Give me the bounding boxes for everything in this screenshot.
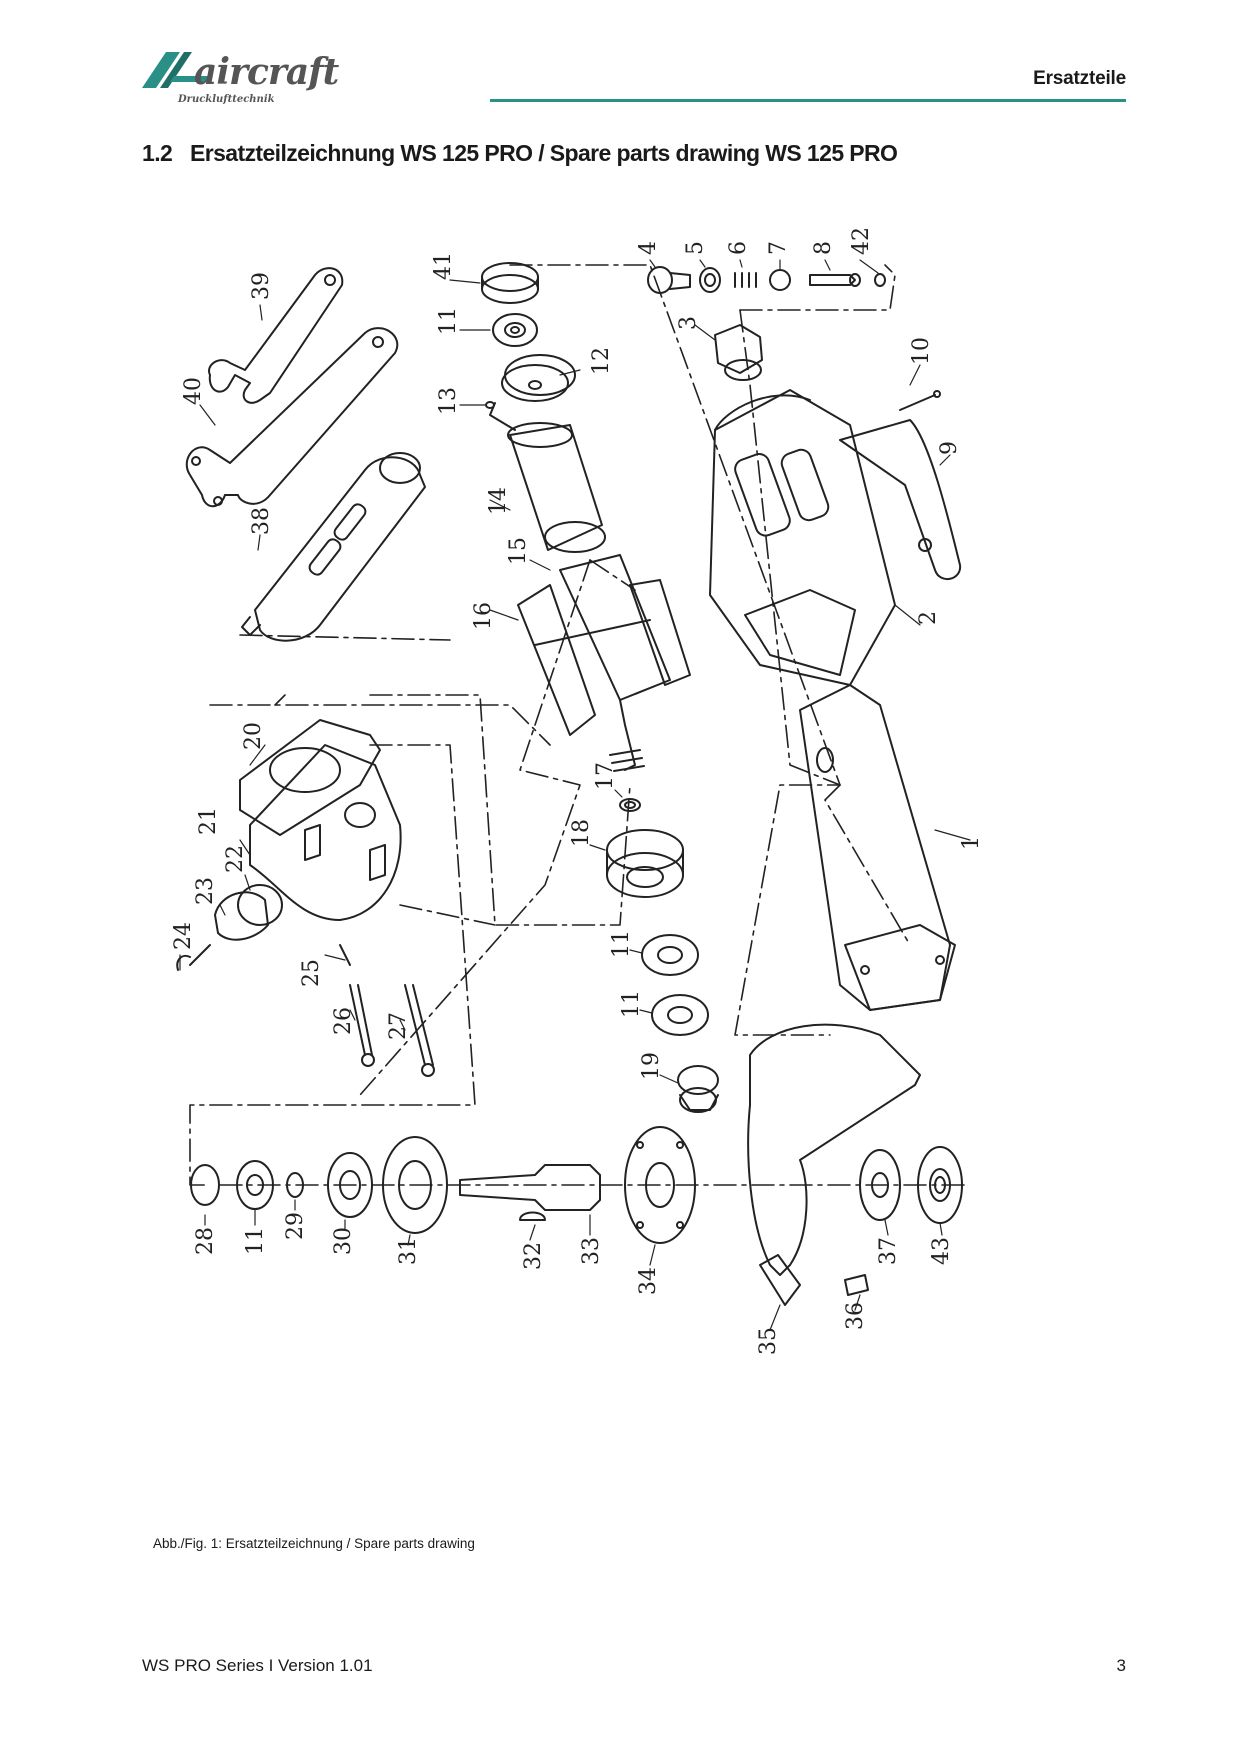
label-40: 40	[181, 377, 206, 405]
section-title: Ersatzteilzeichnung WS 125 PRO / Spare p…	[190, 140, 898, 166]
svg-text:Drucklufttechnik: Drucklufttechnik	[177, 94, 275, 105]
page-number: 3	[1116, 1656, 1126, 1675]
label-34: 34	[636, 1267, 661, 1295]
label-33: 33	[579, 1237, 604, 1265]
label-30: 30	[331, 1227, 356, 1255]
label-16: 16	[471, 602, 496, 630]
label-11a: 11	[436, 307, 461, 335]
label-29: 29	[283, 1212, 308, 1240]
label-3: 3	[676, 316, 701, 330]
label-36: 36	[843, 1302, 868, 1330]
label-11c: 11	[619, 990, 644, 1018]
label-42: 42	[849, 227, 874, 255]
label-11d: 11	[243, 1227, 268, 1255]
label-14: 14	[486, 487, 511, 515]
part-38-side-handle	[241, 452, 426, 642]
label-37: 37	[876, 1237, 901, 1265]
label-17: 17	[593, 762, 618, 790]
label-1: 1	[959, 836, 984, 850]
part-labels: 39 40 38 41 11 12 13 14 15 16 17 18 11 1…	[171, 227, 984, 1355]
label-22: 22	[223, 845, 248, 873]
label-13: 13	[436, 387, 461, 415]
label-23: 23	[193, 877, 218, 905]
parts-4-5-6-7-8-42	[647, 266, 886, 294]
part-2-housing	[709, 389, 896, 686]
label-20: 20	[241, 722, 266, 750]
assembly-lines	[189, 264, 971, 1186]
label-31: 31	[396, 1237, 421, 1265]
footer-version: WS PRO Series I Version 1.01	[142, 1656, 373, 1675]
parts-9-10-lever	[839, 390, 962, 580]
parts-20-27-head	[176, 719, 435, 1077]
label-19: 19	[639, 1052, 664, 1080]
label-39: 39	[249, 272, 274, 300]
part-1-motor-housing	[799, 684, 956, 1011]
label-28: 28	[193, 1227, 218, 1255]
label-25: 25	[299, 959, 324, 987]
leader-lines	[179, 259, 971, 1331]
parts-17-18-11-19	[606, 798, 719, 1113]
label-11b: 11	[609, 930, 634, 958]
label-7: 7	[766, 241, 791, 255]
section-number: 1.2	[142, 140, 173, 166]
label-26: 26	[331, 1007, 356, 1035]
section-heading: 1.2 Ersatzteilzeichnung WS 125 PRO / Spar…	[142, 140, 898, 167]
label-15: 15	[506, 537, 531, 565]
label-9: 9	[937, 441, 962, 455]
figure-caption: Abb./Fig. 1: Ersatzteilzeichnung / Spare…	[153, 1536, 475, 1551]
label-12: 12	[589, 347, 614, 375]
label-38: 38	[249, 507, 274, 535]
label-43: 43	[929, 1237, 954, 1265]
label-5: 5	[683, 241, 708, 255]
label-41: 41	[431, 252, 456, 280]
spare-parts-drawing: 39 40 38 41 11 12 13 14 15 16 17 18 11 1…	[171, 227, 984, 1355]
label-27: 27	[386, 1012, 411, 1040]
part-40-pin-wrench	[185, 327, 399, 508]
label-32: 32	[521, 1242, 546, 1270]
label-10: 10	[909, 337, 934, 365]
label-8: 8	[811, 241, 836, 255]
header-title: Ersatzteile	[1033, 68, 1126, 89]
label-6: 6	[726, 241, 751, 255]
part-3-fitting	[714, 324, 763, 381]
part-14-cylinder	[507, 422, 606, 553]
label-35: 35	[756, 1327, 781, 1355]
label-2: 2	[916, 611, 941, 625]
label-21: 21	[196, 807, 221, 835]
label-18: 18	[569, 819, 594, 847]
parts-41-11-12-13	[481, 262, 576, 431]
label-24: 24	[171, 922, 196, 950]
aircraft-logo: aircraft Drucklufttechnik	[142, 51, 341, 105]
svg-text:aircraft: aircraft	[194, 51, 340, 93]
parts-15-16-rotor-vanes	[517, 554, 691, 772]
label-4: 4	[636, 241, 661, 255]
part-39-flat-wrench	[208, 267, 344, 404]
header-rule	[490, 99, 1126, 102]
parts-28-43-spindle	[190, 1023, 963, 1306]
